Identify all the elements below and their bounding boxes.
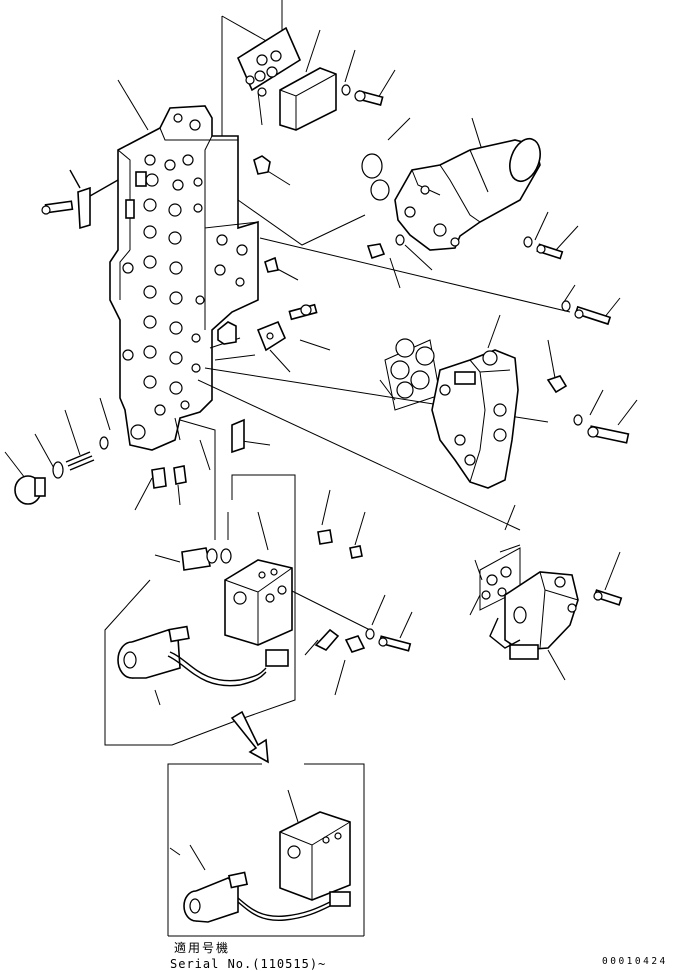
clamp-bracket [41,169,119,230]
serial-number-label: Serial No.(110515)~ [170,957,326,971]
motor-actuator [361,137,541,251]
fitting-right [546,375,568,394]
bolt-lower-right [593,589,623,606]
solenoid-block [224,559,293,646]
cap-small [217,321,237,345]
bolt-mid [288,303,318,321]
small-parts-solenoid [314,529,412,653]
plugs-bottom-body [151,418,245,489]
detail-inset [167,763,365,937]
top-gasket-oring-group [236,26,302,97]
cover-plate [279,67,337,131]
arrow-to-detail [230,710,269,764]
valve-ports [122,113,248,440]
plug-small-top [253,155,271,175]
lower-right-valve [489,571,579,660]
applicability-japanese-label: 適用号機 [174,940,230,955]
oring-pair-solenoid [181,547,232,571]
solenoid-coil [117,625,289,687]
right-valve-assembly [431,349,519,489]
washer-and-bolt-top [341,84,384,106]
bolts-motor [366,234,612,326]
washer-bolt-right [573,414,630,444]
orings-right-group [384,338,441,411]
main-valve-body [109,105,259,451]
bracket-small [256,320,287,352]
plug-set-left [14,436,109,505]
plug-mid [264,256,279,273]
drawing-code: 00010424 [602,956,668,967]
orings-lower-right [479,547,521,611]
